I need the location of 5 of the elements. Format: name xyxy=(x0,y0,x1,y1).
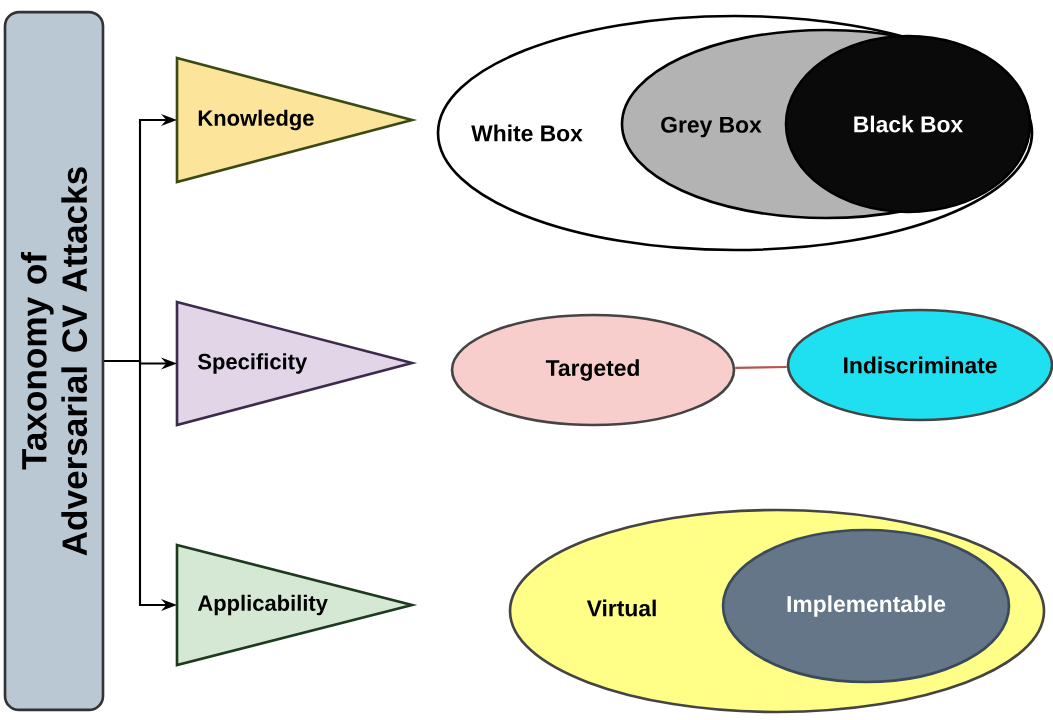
title-box: Taxonomy of Adversarial CV Attacks xyxy=(3,10,105,712)
triangle: Knowledge xyxy=(175,56,418,184)
triangle: Specificity xyxy=(175,300,418,427)
connector-line xyxy=(735,366,787,369)
triangle: Applicability xyxy=(175,543,418,667)
